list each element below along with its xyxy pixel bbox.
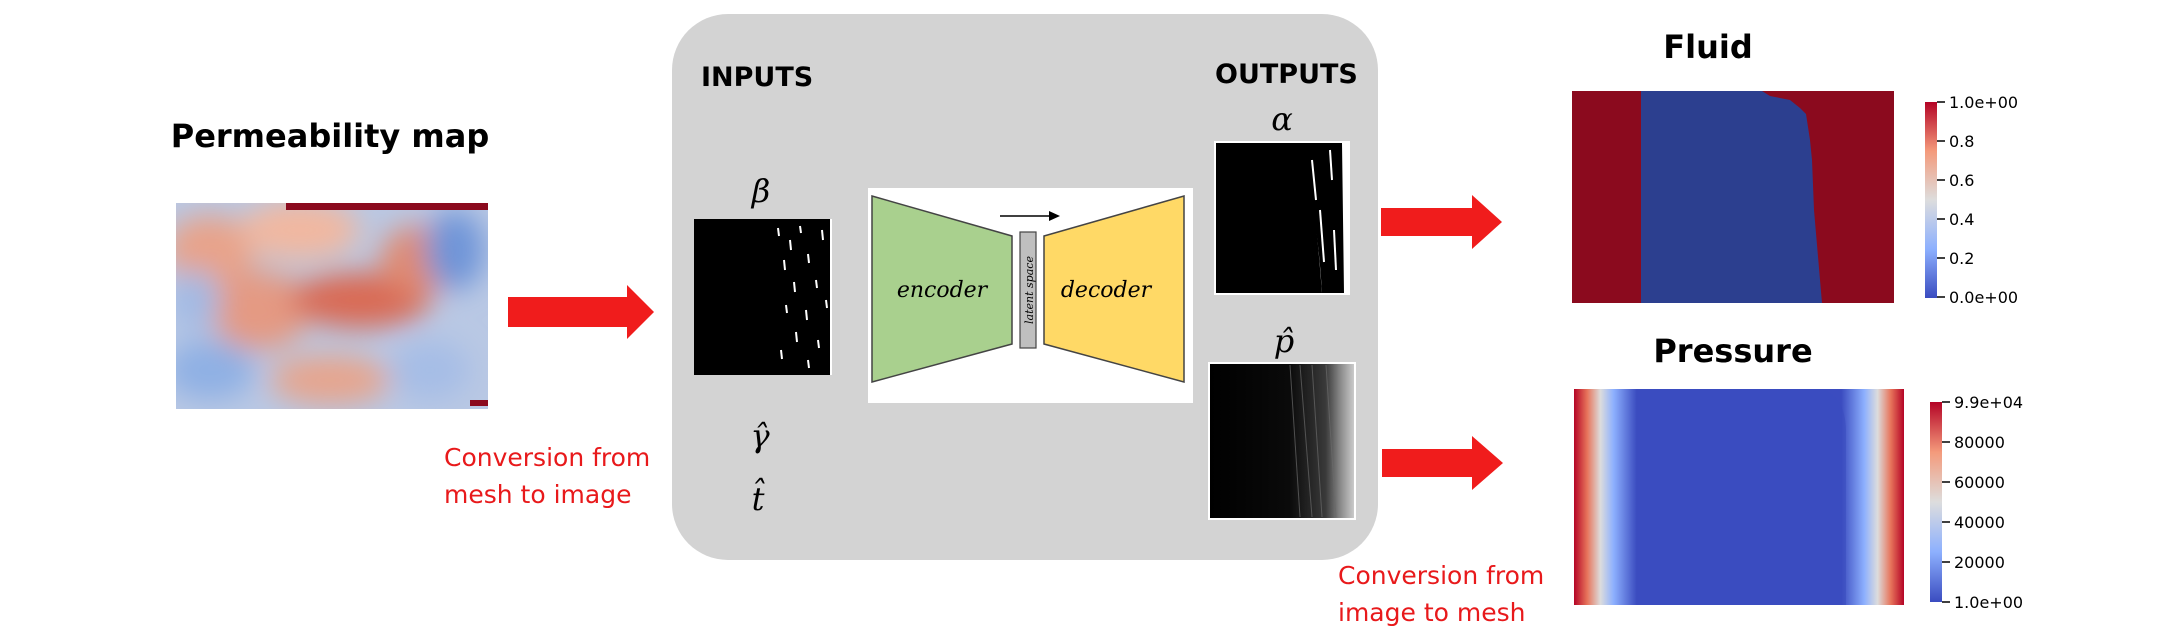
input-beta-image [694, 219, 832, 375]
fluid-colorbar-tick-2: 0.6 [1949, 171, 1974, 190]
fluid-colorbar-tick-1: 0.8 [1949, 132, 1974, 151]
output-alpha-symbol: α [1271, 100, 1293, 138]
pressure-colorbar-tick-4: 20000 [1954, 553, 2005, 572]
fluid-colorbar-tick-5: 0.0e+00 [1949, 288, 2018, 307]
pressure-colorbar-tick-1: 80000 [1954, 433, 2005, 452]
fluid-colorbar-tick-3: 0.4 [1949, 210, 1974, 229]
permeability-map-title: Permeability map [171, 117, 490, 155]
permeability-map-image [176, 203, 488, 409]
fluid-colorbar-tick-0: 1.0e+00 [1949, 93, 2018, 112]
encoder-label: encoder [897, 278, 989, 303]
arrow-to-fluid [1381, 195, 1502, 249]
outputs-label: OUTPUTS [1215, 59, 1358, 90]
input-beta-symbol: β [751, 172, 771, 210]
pressure-field-image [1574, 389, 1904, 605]
fluid-colorbar-tick-4: 0.2 [1949, 249, 1974, 268]
output-p-image [1208, 362, 1356, 520]
input-t-symbol: t̂ [752, 477, 766, 518]
latent-space-label: latent space [1023, 256, 1036, 324]
output-p-symbol: p̂ [1274, 322, 1294, 360]
output-alpha-image [1214, 141, 1350, 295]
fluid-colorbar: 1.0e+00 0.8 0.6 0.4 0.2 0.0e+00 [1925, 93, 2018, 307]
pressure-colorbar-tick-3: 40000 [1954, 513, 2005, 532]
image-to-mesh-caption-line2: image to mesh [1338, 598, 1525, 627]
decoder-block [1043, 195, 1185, 383]
pressure-colorbar-tick-5: 1.0e+00 [1954, 593, 2023, 612]
image-to-mesh-caption-line1: Conversion from [1338, 561, 1544, 590]
mesh-to-image-caption-line2: mesh to image [444, 480, 631, 509]
pressure-colorbar: 9.9e+04 80000 60000 40000 20000 1.0e+00 [1930, 393, 2023, 612]
arrow-to-pressure [1382, 436, 1503, 490]
mesh-to-image-caption-line1: Conversion from [444, 443, 650, 472]
input-gamma-symbol: γ̂ [750, 417, 770, 455]
fluid-title: Fluid [1663, 28, 1752, 66]
pressure-title: Pressure [1653, 332, 1812, 370]
fluid-field-image [1572, 91, 1894, 303]
latent-space-block [1019, 231, 1037, 349]
inputs-label: INPUTS [701, 62, 813, 93]
decoder-label: decoder [1061, 278, 1153, 303]
arrow-mesh-to-image [508, 285, 654, 339]
pressure-colorbar-tick-0: 9.9e+04 [1954, 393, 2023, 412]
autoencoder-diagram: encoder latent space decoder [868, 188, 1193, 403]
pressure-colorbar-tick-2: 60000 [1954, 473, 2005, 492]
flow-arrow [1000, 211, 1060, 221]
encoder-block [871, 195, 1013, 383]
